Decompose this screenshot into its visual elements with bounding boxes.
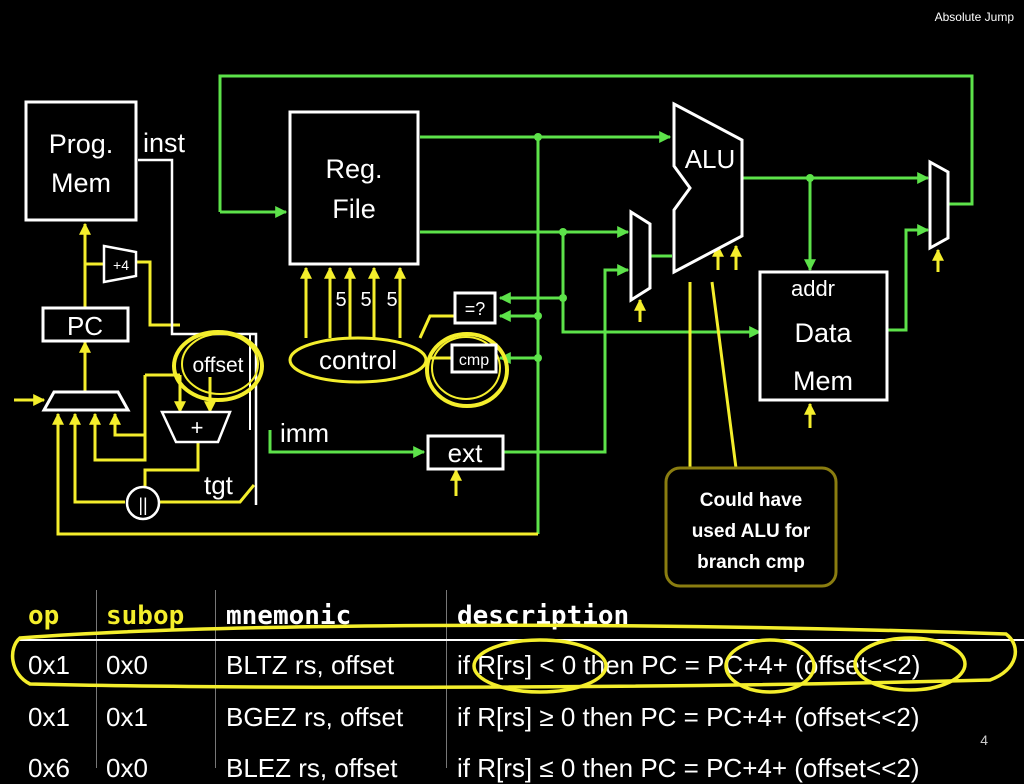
equality-check: =?: [453, 291, 497, 325]
svg-text:branch cmp: branch cmp: [697, 552, 805, 573]
svg-text:Reg.: Reg.: [325, 154, 382, 184]
header-subop: subop: [106, 601, 185, 631]
wire-junctions: [534, 133, 814, 362]
svg-text:control: control: [319, 345, 397, 375]
sign-extend: ext: [426, 434, 505, 471]
row1-subop: 0x0: [106, 650, 148, 680]
header-rule: [18, 639, 1024, 641]
program-counter: PC: [41, 306, 130, 343]
svg-text:=?: =?: [465, 299, 486, 319]
concat-gate: ||: [125, 485, 161, 521]
svg-text:addr: addr: [791, 276, 835, 301]
row3-mnemonic: BLEZ rs, offset: [226, 753, 398, 783]
svg-text:cmp: cmp: [459, 352, 489, 369]
alu-input-mux: [629, 209, 652, 303]
data-memory: addr Data Mem: [758, 270, 889, 402]
writeback-mux: [928, 159, 950, 251]
row2-description: if R[rs] ≥ 0 then PC = PC+4+ (offset<<2): [457, 702, 920, 732]
datapath-wires: [218, 74, 974, 534]
alu: ALU: [672, 101, 744, 275]
reg-bits-1: 5: [335, 289, 346, 311]
svg-text:PC: PC: [67, 311, 103, 341]
row2-op: 0x1: [28, 702, 70, 732]
slide-title: Absolute Jump: [934, 10, 1014, 24]
datapath-diagram: Prog. Mem inst +4 PC offset + || tgt Reg…: [14, 74, 974, 588]
register-file: Reg. File: [288, 110, 420, 266]
inst-label: inst: [143, 128, 186, 158]
reg-bits-3: 5: [386, 289, 397, 311]
row3-description: if R[rs] ≤ 0 then PC = PC+4+ (offset<<2): [457, 753, 920, 783]
svg-text:Mem: Mem: [51, 168, 111, 198]
reg-bits-2: 5: [360, 289, 371, 311]
svg-text:used ALU for: used ALU for: [692, 521, 811, 542]
row3-op: 0x6: [28, 753, 70, 783]
program-memory: Prog. Mem: [24, 100, 138, 222]
offset-highlight: [172, 330, 264, 402]
header-mnemonic: mnemonic: [226, 601, 352, 631]
page-number: 4: [980, 732, 988, 748]
col-divider-2: [215, 590, 216, 768]
svg-text:||: ||: [138, 495, 147, 515]
svg-text:ext: ext: [448, 438, 483, 468]
imm-label: imm: [280, 418, 329, 448]
alu-callout: Could have used ALU for branch cmp: [664, 466, 838, 588]
control-unit: control: [288, 336, 428, 384]
svg-text:ALU: ALU: [685, 144, 736, 174]
row1-description: if R[rs] < 0 then PC = PC+4+ (offset<<2): [457, 650, 921, 680]
svg-text:Could have: Could have: [700, 490, 802, 511]
tgt-label: tgt: [204, 470, 234, 500]
svg-text:Data: Data: [794, 318, 852, 348]
row2-mnemonic: BGEZ rs, offset: [226, 702, 404, 732]
svg-text:+4: +4: [113, 257, 129, 273]
svg-text:File: File: [332, 194, 376, 224]
header-description: description: [457, 601, 630, 631]
offset-label: offset: [193, 354, 244, 377]
pc-mux: [41, 390, 131, 412]
compare-unit: cmp: [425, 332, 509, 408]
svg-text:Prog.: Prog.: [49, 129, 114, 159]
col-divider-1: [96, 590, 97, 768]
col-divider-3: [446, 590, 447, 768]
svg-text:Mem: Mem: [793, 366, 853, 396]
row1-op: 0x1: [28, 650, 70, 680]
row1-mnemonic: BLTZ rs, offset: [226, 650, 395, 680]
plus4-adder: +4: [102, 244, 138, 284]
svg-text:+: +: [191, 415, 204, 440]
branch-adder: +: [160, 410, 232, 444]
row2-subop: 0x1: [106, 702, 148, 732]
row3-subop: 0x0: [106, 753, 148, 783]
header-op: op: [28, 601, 60, 631]
